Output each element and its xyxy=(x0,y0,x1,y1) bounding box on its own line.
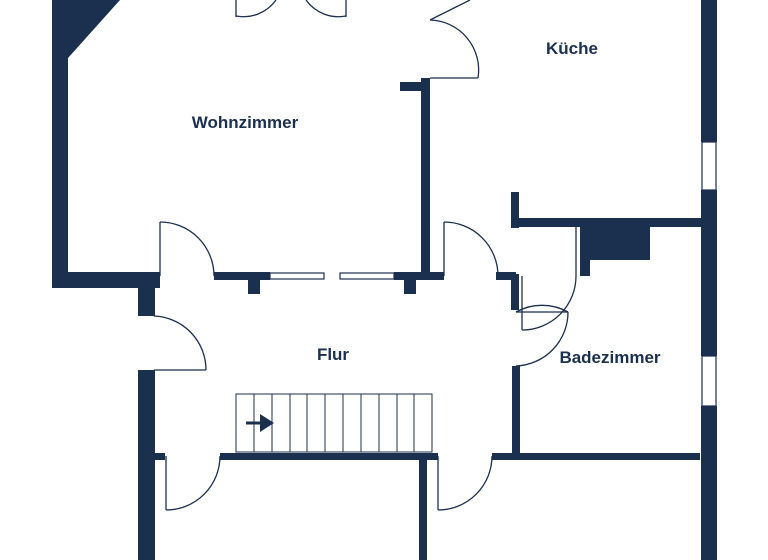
living-room-south-wall-mid xyxy=(214,272,270,280)
door-kitchen-flur xyxy=(443,221,499,277)
door-flur-bottom-left xyxy=(165,455,221,511)
door-living-flur xyxy=(159,221,215,277)
flur-east-stub xyxy=(496,272,516,280)
window-kitchen-east xyxy=(701,141,717,191)
walls xyxy=(52,0,717,560)
column-right xyxy=(404,280,416,294)
room-label-badezimmer: Badezimmer xyxy=(559,348,660,367)
living-room-west-wall xyxy=(52,0,120,272)
doors xyxy=(153,0,577,511)
living-room-south-wall-left xyxy=(52,272,160,288)
window-flur-2 xyxy=(339,272,395,280)
bath-west-wall-stub xyxy=(511,274,519,310)
flur-south-wall-left xyxy=(155,453,165,460)
door-living-top-right xyxy=(305,0,347,18)
door-flur-west xyxy=(153,315,207,371)
lower-partition-wall xyxy=(419,458,427,560)
window-bath-east xyxy=(701,355,717,407)
flur-south-wall-right xyxy=(492,453,700,460)
room-label-kueche: Küche xyxy=(546,39,598,58)
bathroom-shaft xyxy=(580,227,650,276)
door-bath-lower xyxy=(515,304,569,313)
door-bath-upper xyxy=(521,275,577,331)
kitchen-bath-wall xyxy=(511,218,703,227)
flur-west-wall xyxy=(138,370,155,560)
kitchen-east-wall xyxy=(701,0,717,142)
room-label-wohnzimmer: Wohnzimmer xyxy=(192,113,299,132)
living-kitchen-wall xyxy=(421,78,430,274)
flur-west-wall-top xyxy=(138,280,155,316)
bath-west-wall xyxy=(512,366,520,454)
door-kitchen xyxy=(429,19,480,79)
living-kitchen-wall-stub xyxy=(400,82,422,91)
door-flur-bottom-right xyxy=(437,455,493,511)
arrow-right-icon xyxy=(246,414,274,432)
east-wall-mid xyxy=(701,190,717,356)
window-flur-1 xyxy=(269,272,325,280)
bath-west-wall-top xyxy=(511,192,519,228)
column-left xyxy=(248,280,260,294)
stairs-outline xyxy=(235,393,433,453)
room-label-flur: Flur xyxy=(317,345,349,364)
stairs xyxy=(235,393,433,453)
living-room-south-wall-right xyxy=(394,272,444,280)
flur-south-wall-mid xyxy=(220,453,438,460)
windows xyxy=(269,141,717,407)
east-wall-low xyxy=(701,406,717,560)
door-living-top-left xyxy=(235,0,277,18)
